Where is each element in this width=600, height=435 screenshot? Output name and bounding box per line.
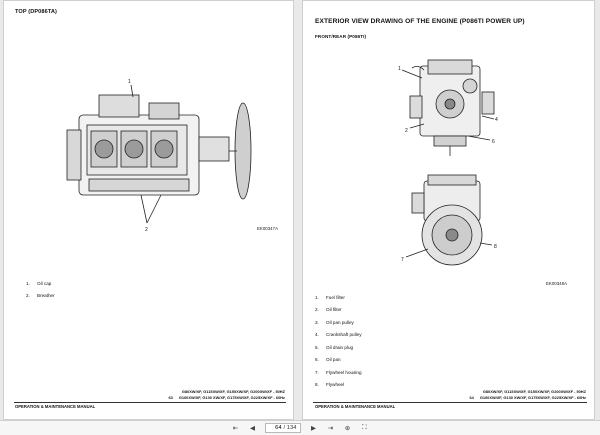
last-page-icon[interactable]: ⇥ [327,425,334,432]
list-item: 4.Crankshaft pulley [315,332,362,338]
page-number-input[interactable] [269,425,282,431]
footer-rule [14,402,286,403]
callout-6: 6 [492,139,495,145]
list-item: 6.Oil pan [315,357,341,363]
list-item: 3.Oil pan pulley [315,319,354,325]
page-number: 64 [469,394,474,400]
engine-top-view-figure: 1 2 [66,79,252,233]
footer-manual-title: OPERATION & MAINTENANCE MANUAL [15,404,96,409]
footer-models: G80XW/XF, G115XW/XF, G150XW/XF, G200XW/X… [469,389,587,400]
callout-1: 1 [128,79,131,85]
page-subheading: FRONT/REAR (P086TI) [315,34,367,39]
fullscreen-icon[interactable]: ⛶ [362,424,367,431]
list-item: 7.Flywheel housing [315,369,362,375]
list-item: 1.Oil cap [26,280,52,286]
list-item: 2.Oil filter [315,307,342,313]
page-total: / 134 [283,425,297,431]
callout-2: 2 [405,128,408,134]
parts-list: 1.Fuel filter 2.Oil filter 3.Oil pan pul… [315,291,362,391]
callout-1: 1 [398,66,401,72]
page-heading: TOP (DP086TA) [15,9,58,15]
figure-id: EK00347A [257,226,278,231]
figure-id: EK00348A [546,281,567,286]
zoom-icon[interactable]: ⊕ [344,425,351,432]
footer-rule [313,402,587,403]
prev-page-icon[interactable]: ◀ [250,425,256,432]
list-item: 1.Fuel filter [315,294,345,300]
page-right: EXTERIOR VIEW DRAWING OF THE ENGINE (P08… [302,0,595,420]
callout-2: 2 [145,227,148,233]
list-item: 5.Oil drain plug [315,344,354,350]
callout-4: 4 [495,117,498,123]
page-number: 63 [168,394,173,400]
page-heading: EXTERIOR VIEW DRAWING OF THE ENGINE (P08… [315,18,525,25]
next-page-icon[interactable]: ▶ [310,425,316,432]
viewer-toolbar: ⇤ ◀ / 134 ▶ ⇥ ⊕ ⛶ [0,420,600,435]
engine-rear-view-figure: 7 8 [401,174,497,266]
callout-8: 8 [494,244,497,250]
list-item: 8.Flywheel [315,382,345,388]
callout-7: 7 [401,257,404,263]
parts-list: 1.Oil cap 2.Breather [26,277,55,302]
list-item: 2.Breather [26,293,55,299]
page-left: TOP (DP086TA) 1 2 EK00347A 1.Oil cap [3,0,294,420]
footer-models: G80XW/XF, G115XW/XF, G150XW/XF, G200XW/X… [168,389,286,400]
footer-manual-title: OPERATION & MAINTENANCE MANUAL [315,404,396,409]
page-indicator: / 134 [264,423,302,433]
first-page-icon[interactable]: ⇤ [232,425,239,432]
engine-front-view-figure: 1 2 4 6 [398,59,498,156]
